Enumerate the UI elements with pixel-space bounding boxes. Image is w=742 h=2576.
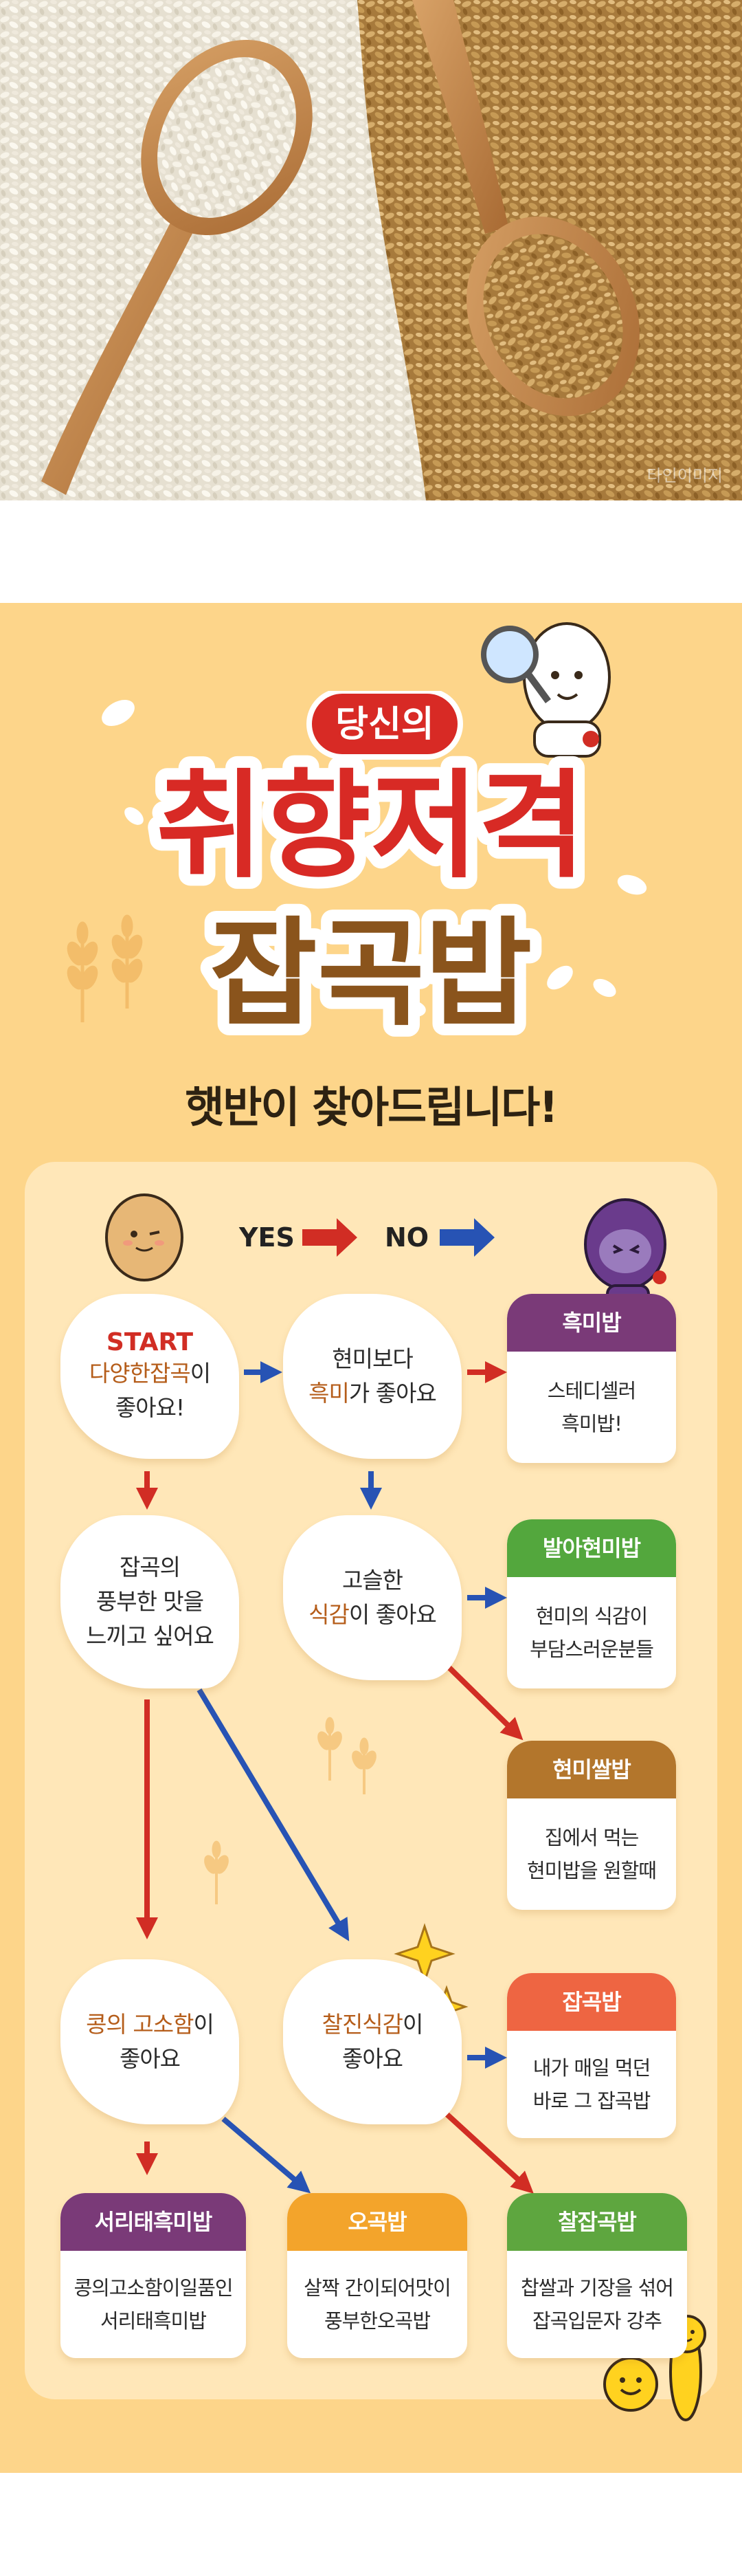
question-card-start[interactable]: START 다양한잡곡이 좋아요! [60, 1294, 239, 1459]
title-block: 당신의 취향저격 취향저격 잡곡밥 잡곡밥 [144, 691, 598, 1048]
result-heukmi-line2: 흑미밥! [561, 1412, 622, 1435]
legend-no-arrow [440, 1218, 495, 1257]
result-hyunmi-line2: 현미밥을 원할때 [527, 1859, 657, 1882]
magnifier-mascot-icon [481, 622, 611, 758]
q2-highlight: 흑미 [308, 1380, 350, 1407]
result-heukmi-title: 흑미밥 [507, 1294, 676, 1352]
question-card-sticky[interactable]: 찰진식감이 좋아요 [283, 1959, 462, 2124]
decorative-grains [67, 700, 647, 1022]
start-label: START [106, 1328, 194, 1356]
rice-spoons-image [0, 0, 742, 500]
title-line2: 잡곡밥 [210, 906, 532, 1042]
q6-line1: 이 [403, 2011, 423, 2038]
title-line1: 취향저격 [156, 758, 586, 894]
q2-line2: 가 좋아요 [348, 1380, 437, 1407]
result-seoritae-line2: 서리태흑미밥 [100, 2309, 207, 2333]
result-ogok-title: 오곡밥 [287, 2193, 467, 2251]
arrow-q4-r3 [443, 1662, 524, 1741]
result-seoritae-line1: 콩의고소함이일품인 [74, 2276, 233, 2300]
q5-line2: 좋아요 [119, 2045, 181, 2072]
q4-highlight: 식감 [308, 1601, 350, 1628]
question-card-blackrice[interactable]: 현미보다 흑미가 좋아요 [283, 1294, 462, 1459]
q4-line1: 고슬한 [341, 1567, 403, 1594]
result-hyunmi-title: 현미쌀밥 [507, 1741, 676, 1798]
title-badge: 당신의 [335, 704, 434, 745]
title-line2-stroke: 잡곡밥 [210, 906, 532, 1042]
arrow-q5-r6 [221, 2116, 311, 2194]
question-card-rich-taste[interactable]: 잡곡의 풍부한 맛을 느끼고 싶어요 [60, 1515, 239, 1688]
question-card-texture[interactable]: 고슬한 식감이 좋아요 [283, 1515, 462, 1680]
hero-photo: 타인이미지 [0, 0, 742, 500]
subtitle: 햇반이 찾아드립니다! [185, 1082, 558, 1132]
result-japgok-title: 잡곡밥 [507, 1973, 676, 2031]
arrow-q3-q6 [196, 1688, 350, 1941]
result-ogok-line1: 살짝 간이되어맛이 [304, 2276, 451, 2300]
result-japgok-line2: 바로 그 잡곡밥 [532, 2089, 651, 2113]
q6-line2: 좋아요 [341, 2045, 403, 2072]
black-rice-mascot-icon [584, 1198, 666, 1303]
result-seoritae-title: 서리태흑미밥 [60, 2193, 246, 2251]
q3-line2: 풍부한 맛을 [95, 1588, 204, 1615]
q4-line2: 이 좋아요 [348, 1601, 437, 1628]
q1-line1: 이 [190, 1359, 211, 1387]
rice-grain-mascot-icon [105, 1193, 183, 1281]
q1-highlight: 다양한잡곡 [89, 1359, 191, 1387]
arrow-q6-r7 [445, 2112, 534, 2194]
q2-line1: 현미보다 [332, 1345, 413, 1372]
legend-no: NO [385, 1222, 429, 1253]
q3-line3: 느끼고 싶어요 [86, 1622, 214, 1649]
legend-yes: YES [239, 1222, 295, 1253]
wheat-icon [67, 914, 143, 1022]
result-japgok-line1: 내가 매일 먹던 [532, 2056, 651, 2080]
q5-highlight: 콩의 고소함 [86, 2011, 194, 2038]
q5-line1: 이 [193, 2011, 214, 2038]
watermark: 타인이미지 [647, 466, 723, 485]
panel-wheat-decor [204, 1717, 376, 1904]
result-balah-line1: 현미의 식감이 [535, 1605, 648, 1628]
result-chaljapgok-title: 찰잡곡밥 [507, 2193, 687, 2251]
q3-line1: 잡곡의 [119, 1554, 181, 1581]
result-balah-title: 발아현미밥 [507, 1519, 676, 1577]
result-chaljapgok-line2: 잡곡입문자 강추 [532, 2309, 662, 2333]
q6-highlight: 찰진식감 [322, 2011, 403, 2038]
title-line1-stroke: 취향저격 [156, 758, 586, 894]
title-badge-bg [306, 691, 463, 760]
q1-line2: 좋아요! [115, 1394, 185, 1421]
question-card-bean[interactable]: 콩의 고소함이 좋아요 [60, 1959, 239, 2124]
result-heukmi-line1: 스테디셀러 [547, 1379, 636, 1402]
result-ogok-line2: 풍부한오곡밥 [324, 2309, 431, 2333]
result-balah-line2: 부담스러운분들 [530, 1638, 654, 1661]
result-chaljapgok-line1: 찹쌀과 기장을 섞어 [521, 2276, 674, 2300]
legend-yes-arrow [302, 1218, 357, 1257]
result-hyunmi-line1: 집에서 먹는 [544, 1826, 640, 1849]
